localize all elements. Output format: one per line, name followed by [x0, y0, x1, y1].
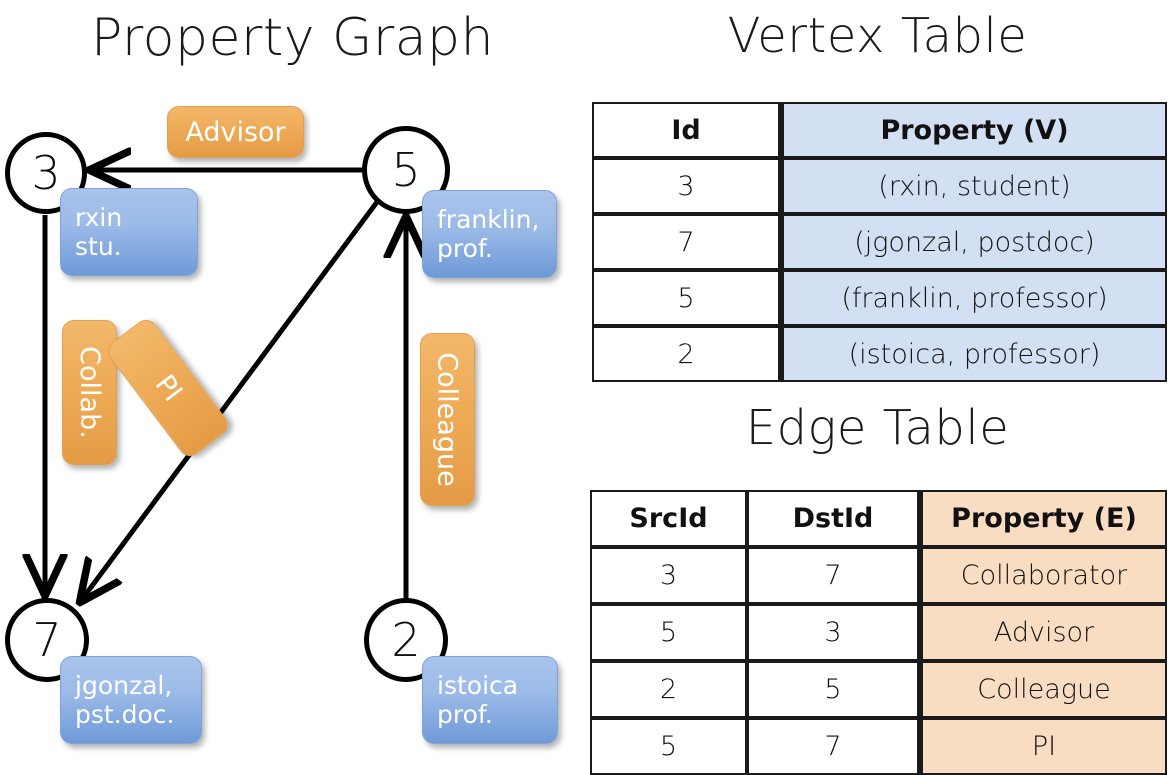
vertex-property-line: prof. — [437, 700, 493, 729]
edge-table: SrcId DstId Property (E) 3 7 Collaborato… — [590, 490, 1167, 775]
vertex-cell-id: 2 — [592, 326, 780, 382]
graph-node-5[interactable]: 5 — [362, 126, 450, 214]
vertex-cell-property: (franklin, professor) — [780, 270, 1167, 326]
edge-label-box-collab[interactable]: Collab. — [62, 320, 117, 465]
edge-label-rotation-wrap: Collab. — [63, 321, 116, 464]
edge-cell-property: PI — [919, 718, 1167, 775]
edge-cell-srcid: 5 — [590, 604, 747, 661]
edge-cell-srcid: 5 — [590, 718, 747, 775]
edge-cell-property: Collaborator — [919, 547, 1167, 604]
table-row[interactable]: 5 (franklin, professor) — [592, 270, 1167, 326]
vertex-property-line: istoica — [437, 670, 519, 700]
table-row[interactable]: 2 5 Colleague — [590, 661, 1167, 718]
vertex-property-line: stu. — [75, 232, 122, 261]
vertex-property-box-5[interactable]: franklin, prof. — [422, 190, 557, 278]
page-title-property-graph: Property Graph — [90, 8, 495, 68]
edge-label-text: PI — [148, 368, 188, 408]
table-row[interactable]: 5 7 PI — [590, 718, 1167, 775]
edge-cell-srcid: 2 — [590, 661, 747, 718]
table-row[interactable]: 3 (rxin, student) — [592, 158, 1167, 214]
edge-cell-srcid: 3 — [590, 547, 747, 604]
vertex-cell-property: (jgonzal, postdoc) — [780, 214, 1167, 270]
edge-cell-property: Advisor — [919, 604, 1167, 661]
property-graph-diagram: 3 5 7 2 rxin stu. franklin, prof. jgonza… — [0, 0, 585, 760]
vertex-cell-id: 7 — [592, 214, 780, 270]
vertex-col-header-property: Property (V) — [780, 102, 1167, 158]
vertex-property-box-7[interactable]: jgonzal, pst.doc. — [60, 656, 202, 744]
edge-label-text: Colleague — [432, 352, 463, 487]
edge-col-header-property: Property (E) — [919, 490, 1167, 547]
page-title-edge-table: Edge Table — [745, 400, 1010, 456]
edge-label-text: Advisor — [185, 116, 286, 148]
vertex-property-line: pst.doc. — [75, 700, 175, 729]
edge-col-header-dstid: DstId — [747, 490, 919, 547]
vertex-property-box-2[interactable]: istoica prof. — [422, 656, 558, 744]
table-row[interactable]: 5 3 Advisor — [590, 604, 1167, 661]
vertex-col-header-id: Id — [592, 102, 780, 158]
vertex-cell-id: 3 — [592, 158, 780, 214]
vertex-property-line: franklin, — [437, 204, 540, 234]
vertex-cell-property: (istoica, professor) — [780, 326, 1167, 382]
edge-cell-dstid: 7 — [747, 718, 919, 775]
table-header-row: Id Property (V) — [592, 102, 1167, 158]
vertex-property-line: prof. — [437, 234, 493, 263]
graph-edges-layer — [0, 0, 585, 760]
edge-label-box-advisor[interactable]: Advisor — [167, 106, 304, 158]
edge-col-header-srcid: SrcId — [590, 490, 747, 547]
table-row[interactable]: 7 (jgonzal, postdoc) — [592, 214, 1167, 270]
table-header-row: SrcId DstId Property (E) — [590, 490, 1167, 547]
vertex-table: Id Property (V) 3 (rxin, student) 7 (jgo… — [592, 102, 1167, 382]
edge-cell-dstid: 7 — [747, 547, 919, 604]
edge-cell-dstid: 3 — [747, 604, 919, 661]
table-row[interactable]: 2 (istoica, professor) — [592, 326, 1167, 382]
edge-5-to-7 — [83, 200, 380, 598]
edge-label-box-colleague[interactable]: Colleague — [420, 333, 475, 506]
page-title-vertex-table: Vertex Table — [727, 8, 1028, 64]
graph-node-2[interactable]: 2 — [364, 598, 448, 682]
table-row[interactable]: 3 7 Collaborator — [590, 547, 1167, 604]
edge-cell-property: Colleague — [919, 661, 1167, 718]
edge-label-text: Collab. — [74, 346, 105, 439]
vertex-cell-property: (rxin, student) — [780, 158, 1167, 214]
vertex-property-line: jgonzal, — [75, 670, 173, 700]
vertex-property-box-3[interactable]: rxin stu. — [60, 188, 198, 276]
vertex-property-line: rxin — [75, 202, 123, 232]
edge-cell-dstid: 5 — [747, 661, 919, 718]
edge-label-rotation-wrap: Colleague — [421, 334, 474, 505]
vertex-cell-id: 5 — [592, 270, 780, 326]
